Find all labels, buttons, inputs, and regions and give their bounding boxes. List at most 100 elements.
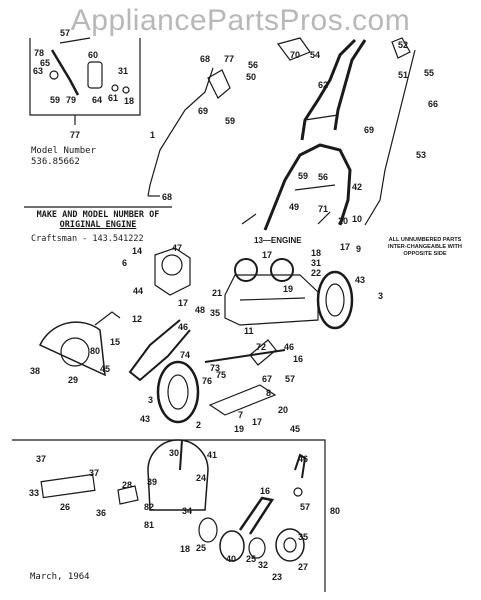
callout-25: 25: [196, 543, 206, 553]
callout-17c: 17: [178, 298, 188, 308]
callout-36: 36: [96, 508, 106, 518]
callout-3: 3: [378, 291, 383, 301]
handle-upper: [300, 38, 357, 141]
callout-8: 8: [266, 388, 271, 398]
callout-57: 57: [60, 28, 70, 38]
callout-56b: 56: [318, 172, 328, 182]
callout-22: 22: [311, 268, 321, 278]
callout-15: 15: [110, 337, 120, 347]
callout-55: 55: [424, 68, 434, 78]
engine-title-line2: ORIGINAL ENGINE: [59, 220, 137, 230]
callout-1: 1: [150, 130, 155, 140]
callout-51: 51: [398, 70, 408, 80]
callout-80b: 80: [330, 506, 340, 516]
engine-title-line1: MAKE AND MODEL NUMBER OF: [36, 210, 160, 220]
callout-25b: 25: [246, 554, 256, 564]
callout-59c: 59: [298, 171, 308, 181]
callout-40: 40: [226, 554, 236, 564]
control-rod: [147, 67, 214, 197]
callout-46c: 46: [298, 454, 308, 464]
callout-66: 66: [428, 99, 438, 109]
callout-77b: 77: [224, 54, 234, 64]
model-number-value: 536.85662: [31, 157, 80, 167]
callout-11: 11: [244, 326, 254, 336]
callout-69: 69: [198, 106, 208, 116]
callout-37: 37: [36, 454, 46, 464]
callout-43: 43: [355, 275, 365, 285]
callout-39: 39: [147, 477, 157, 487]
callout-17d: 17: [252, 417, 262, 427]
callout-43b: 43: [140, 414, 150, 424]
callout-19b: 19: [234, 424, 244, 434]
callout-18: 18: [124, 96, 134, 106]
callout-20: 20: [338, 216, 348, 226]
inset-box-handle-parts: [29, 38, 141, 116]
callout-61: 61: [108, 93, 118, 103]
callout-54: 54: [310, 50, 320, 60]
callout-28: 28: [122, 480, 132, 490]
callout-42: 42: [352, 182, 362, 192]
callout-65: 65: [40, 58, 50, 68]
engine-callout: 13—ENGINE: [254, 236, 302, 245]
callout-33: 33: [29, 488, 39, 498]
callout-31b: 31: [311, 258, 321, 268]
callout-77: 77: [70, 130, 80, 140]
callout-32: 32: [258, 560, 268, 570]
callout-68b: 68: [200, 54, 210, 64]
callout-70: 70: [290, 50, 300, 60]
callout-16: 16: [293, 354, 303, 364]
callout-80: 80: [90, 346, 100, 356]
drive-belt: [128, 319, 191, 382]
callout-60: 60: [88, 50, 98, 60]
callout-17b: 17: [262, 250, 272, 260]
callout-30: 30: [169, 448, 179, 458]
callout-2: 2: [196, 420, 201, 430]
callout-67: 67: [262, 374, 272, 384]
callout-46: 46: [178, 322, 188, 332]
callout-74: 74: [180, 350, 190, 360]
callout-49: 49: [289, 202, 299, 212]
callout-24: 24: [196, 473, 206, 483]
rear-wheel: [316, 270, 354, 330]
front-wheel: [156, 360, 200, 424]
callout-34: 34: [182, 506, 192, 516]
callout-18c: 18: [180, 544, 190, 554]
callout-75: 75: [216, 370, 226, 380]
callout-10: 10: [352, 214, 362, 224]
interchangeable-note: ALL UNNUMBERED PARTS INTER-CHANGEABLE WI…: [388, 237, 462, 257]
callout-63: 63: [33, 66, 43, 76]
callout-31: 31: [118, 66, 128, 76]
model-label-text: Model Number: [31, 146, 97, 156]
callout-35b: 35: [298, 532, 308, 542]
callout-20b: 20: [278, 405, 288, 415]
callout-81: 81: [144, 520, 154, 530]
callout-46b: 46: [284, 342, 294, 352]
bar-26: [40, 473, 96, 499]
callout-76: 76: [202, 376, 212, 386]
callout-14: 14: [132, 246, 142, 256]
callout-71: 71: [318, 204, 328, 214]
callout-6: 6: [122, 258, 127, 268]
callout-38: 38: [30, 366, 40, 376]
callout-57c: 57: [300, 502, 310, 512]
callout-19: 19: [283, 284, 293, 294]
date-label: March, 1964: [30, 572, 90, 582]
callout-12: 12: [132, 314, 142, 324]
handle-lower: [263, 143, 352, 231]
callout-59: 59: [50, 95, 60, 105]
callout-26: 26: [60, 502, 70, 512]
throttle-cable: [364, 49, 416, 226]
callout-59b: 59: [225, 116, 235, 126]
callout-21: 21: [212, 288, 222, 298]
model-number-label: Model Number 536.85662: [31, 146, 96, 168]
callout-57b: 57: [285, 374, 295, 384]
callout-16b: 16: [260, 486, 270, 496]
callout-48: 48: [195, 305, 205, 315]
callout-23: 23: [272, 572, 282, 582]
part-callouts: 57 78 65 63 60 59 79 64 61 31 18 77 1 68…: [29, 28, 438, 582]
callout-64: 64: [92, 95, 102, 105]
callout-18b: 18: [311, 248, 321, 258]
callout-37b: 37: [89, 468, 99, 478]
callout-27: 27: [298, 562, 308, 572]
